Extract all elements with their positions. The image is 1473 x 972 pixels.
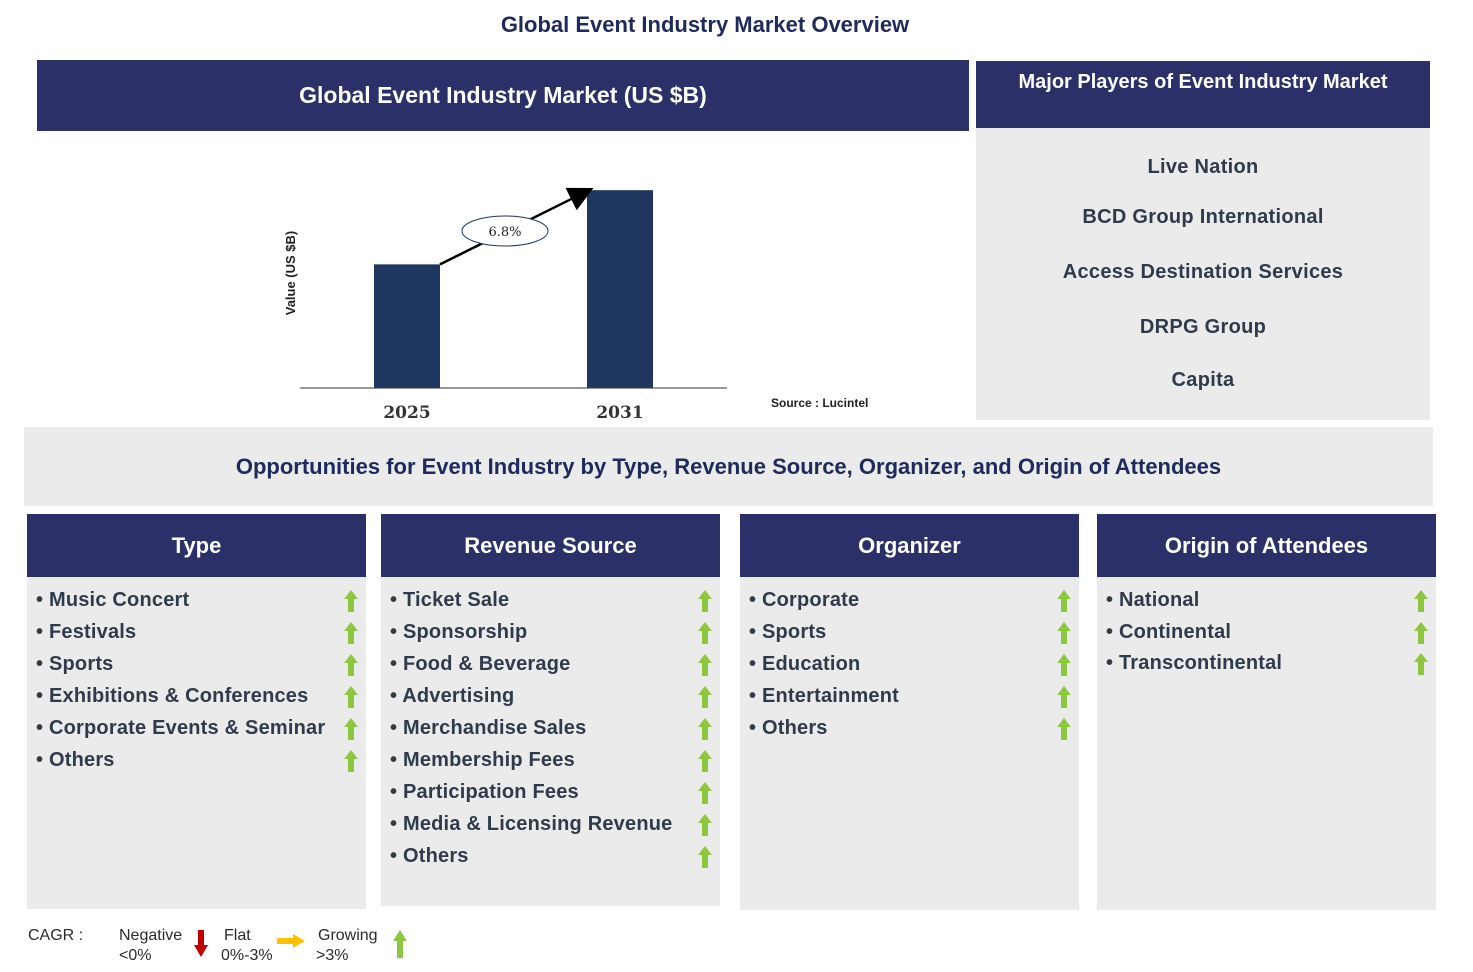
- segment-type: Type • Music Concert• Festivals• Sports•…: [27, 514, 366, 909]
- segment-item: • Others: [36, 749, 115, 771]
- growing-arrow-icon: [1057, 622, 1071, 644]
- growing-arrow-icon: [344, 686, 358, 708]
- segment-item: • Food & Beverage: [390, 653, 571, 675]
- segment-item: • Ticket Sale: [390, 589, 510, 611]
- segment-title: Revenue Source: [381, 514, 720, 577]
- growing-arrow-icon: [698, 718, 712, 740]
- legend-flat-range: 0%-3%: [221, 947, 273, 964]
- y-axis-label: Value (US $B): [283, 231, 298, 316]
- player-name: DRPG Group: [1139, 316, 1267, 338]
- page-title: Global Event Industry Market Overview: [500, 12, 910, 37]
- segment-item: • Others: [749, 717, 828, 739]
- segment-item: • Festivals: [36, 621, 137, 643]
- growing-arrow-icon: [698, 814, 712, 836]
- players-header: Major Players of Event Industry Market: [976, 61, 1430, 128]
- segment-item: • Media & Licensing Revenue: [390, 813, 673, 835]
- growing-arrow-icon: [698, 686, 712, 708]
- growing-arrow-icon: [344, 622, 358, 644]
- segment-title: Type: [27, 514, 366, 577]
- player-name: Capita: [1171, 369, 1235, 391]
- segment-item: • Sports: [749, 621, 827, 643]
- player-name: Live Nation: [1147, 156, 1259, 178]
- segment-item: • Others: [390, 845, 469, 867]
- growing-arrow-icon: [698, 654, 712, 676]
- segment-item: • Sponsorship: [390, 621, 528, 643]
- x-tick-label: 2025: [383, 403, 430, 423]
- segment-item: • Advertising: [390, 685, 515, 707]
- segment-list: • Corporate • Sports • Education • Entertai…: [740, 577, 1079, 910]
- source-label: Source : Lucintel: [771, 396, 868, 410]
- growing-arrow-icon: [344, 654, 358, 676]
- bar-2031: [587, 190, 653, 388]
- growing-arrow-icon: [698, 590, 712, 612]
- segment-origin-of-attendees: Origin of Attendees • National • Continen…: [1097, 514, 1436, 910]
- opportunities-title: Opportunities for Event Industry by Type…: [24, 427, 1433, 506]
- segment-item: • Sports: [36, 653, 114, 675]
- growing-arrow-icon: [344, 590, 358, 612]
- cagr-label: 6.8%: [488, 225, 521, 240]
- growing-arrow-icon: [698, 622, 712, 644]
- segment-list: • Ticket Sale • Sponsorship • Food & Bever…: [381, 577, 720, 906]
- chart-header: Global Event Industry Market (US $B): [37, 60, 969, 131]
- legend-negative-range: <0%: [119, 947, 152, 964]
- segment-item: • Merchandise Sales: [390, 717, 587, 739]
- market-bar-chart: 2025 2031 6.8% Value (US $B) Source : Lucint…: [283, 187, 868, 423]
- segment-list: • National • Continental • Transcontinenta…: [1097, 577, 1436, 910]
- growing-arrow-icon: [698, 782, 712, 804]
- segment-item: • National: [1106, 589, 1200, 611]
- segment-item: • Continental: [1106, 620, 1232, 643]
- legend-growing-range: >3%: [316, 947, 349, 964]
- cagr-legend: CAGR : Negative <0% Flat 0%-3% Growing >…: [28, 926, 448, 970]
- growing-arrow-icon: [1414, 653, 1428, 675]
- growing-arrow-icon: [698, 750, 712, 772]
- legend-growing: Growing: [318, 927, 378, 944]
- segment-revenue-source: Revenue Source • Ticket Sale • Sponsorshi…: [381, 514, 720, 906]
- growing-arrow-icon: [1057, 654, 1071, 676]
- segment-item: • Education: [749, 653, 861, 675]
- segment-title: Organizer: [740, 514, 1079, 577]
- legend-negative: Negative: [119, 927, 183, 944]
- x-tick-label: 2031: [596, 403, 643, 423]
- players-panel: Live Nation BCD Group International Acce…: [976, 128, 1430, 420]
- segment-item: • Participation Fees: [390, 781, 579, 803]
- segment-item: • Music Concert: [36, 589, 190, 611]
- growing-arrow-icon: [698, 846, 712, 868]
- player-name: BCD Group International: [1082, 206, 1324, 228]
- growing-arrow-icon: [1057, 686, 1071, 708]
- growing-arrow-icon: [1414, 590, 1428, 612]
- legend-flat: Flat: [224, 927, 251, 944]
- segment-item: • Exhibitions & Conferences: [36, 685, 309, 707]
- growing-arrow-icon: [1414, 621, 1428, 644]
- growing-arrow-icon: [1057, 718, 1071, 740]
- segment-item: • Entertainment: [749, 685, 900, 707]
- bar-2025: [374, 264, 440, 388]
- segment-item: • Transcontinental: [1106, 652, 1283, 674]
- segment-list: • Music Concert • Festivals • Sports • Exhi…: [27, 577, 366, 909]
- green-up-arrow-icon: [393, 930, 407, 958]
- segment-title: Origin of Attendees: [1097, 514, 1436, 577]
- growing-arrow-icon: [1057, 590, 1071, 612]
- segment-item: • Membership Fees: [390, 749, 575, 771]
- growing-arrow-icon: [344, 718, 358, 740]
- yellow-right-arrow-icon: [277, 934, 305, 948]
- segment-item: • Corporate: [749, 589, 860, 611]
- player-name: Access Destination Services: [1062, 261, 1344, 283]
- segment-item: • Corporate Events & Seminar: [36, 717, 326, 739]
- legend-label: CAGR :: [28, 927, 84, 944]
- growing-arrow-icon: [344, 750, 358, 772]
- cagr-bubble: [461, 215, 549, 247]
- segment-organizer: Organizer • Corporate • Sports • Education…: [740, 514, 1079, 910]
- red-down-arrow-icon: [194, 930, 208, 957]
